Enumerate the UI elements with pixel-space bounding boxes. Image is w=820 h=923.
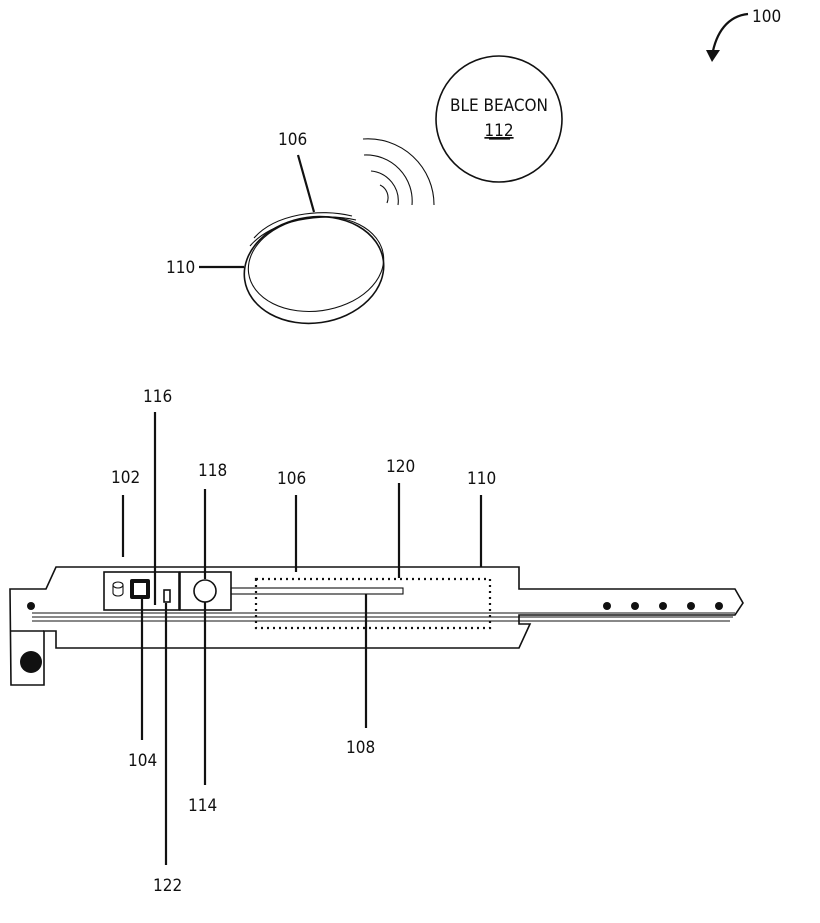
label-106-top: 106 (278, 130, 307, 150)
label-114: 114 (188, 796, 217, 816)
label-120: 120 (386, 457, 415, 477)
band-hole-1 (603, 602, 611, 610)
band-hole-4 (687, 602, 695, 610)
ref-100-text: 100 (752, 7, 781, 27)
wristband-closed: 106 110 (166, 130, 391, 332)
band-outer (237, 208, 390, 332)
beacon-title: BLE BEACON (450, 96, 548, 116)
ble-beacon: BLE BEACON 112 (436, 56, 562, 182)
wave-4 (363, 139, 434, 205)
rivet-hole (27, 602, 35, 610)
beacon-circle (436, 56, 562, 182)
ref-100-arrowhead (706, 50, 720, 62)
snap-stud (20, 651, 42, 673)
wristband-flat: 102 116 118 106 120 110 104 108 114 122 (10, 387, 743, 896)
band-hole-2 (631, 602, 639, 610)
band-inner (242, 208, 390, 320)
ref-100-arrow (712, 14, 748, 56)
battery-body (113, 585, 123, 596)
band-hole-3 (659, 602, 667, 610)
label-104: 104 (128, 751, 157, 771)
label-102: 102 (111, 468, 140, 488)
figure-reference-100: 100 (706, 7, 781, 62)
label-110: 110 (467, 469, 496, 489)
label-108: 108 (346, 738, 375, 758)
antenna-coil (194, 580, 216, 602)
label-118: 118 (198, 461, 227, 481)
battery-top (113, 582, 123, 588)
label-110-top: 110 (166, 258, 195, 278)
label-106: 106 (277, 469, 306, 489)
label-116: 116 (143, 387, 172, 407)
leader-106-top (298, 155, 314, 212)
band-outline (10, 567, 743, 685)
wave-1 (380, 185, 388, 203)
band-overlap-2 (250, 217, 356, 246)
beacon-ref: 112 (484, 121, 513, 141)
band-hole-5 (715, 602, 723, 610)
processor-chip-inner (134, 583, 146, 595)
label-122: 122 (153, 876, 182, 896)
signal-waves (363, 139, 434, 205)
sensor-component (164, 590, 170, 602)
